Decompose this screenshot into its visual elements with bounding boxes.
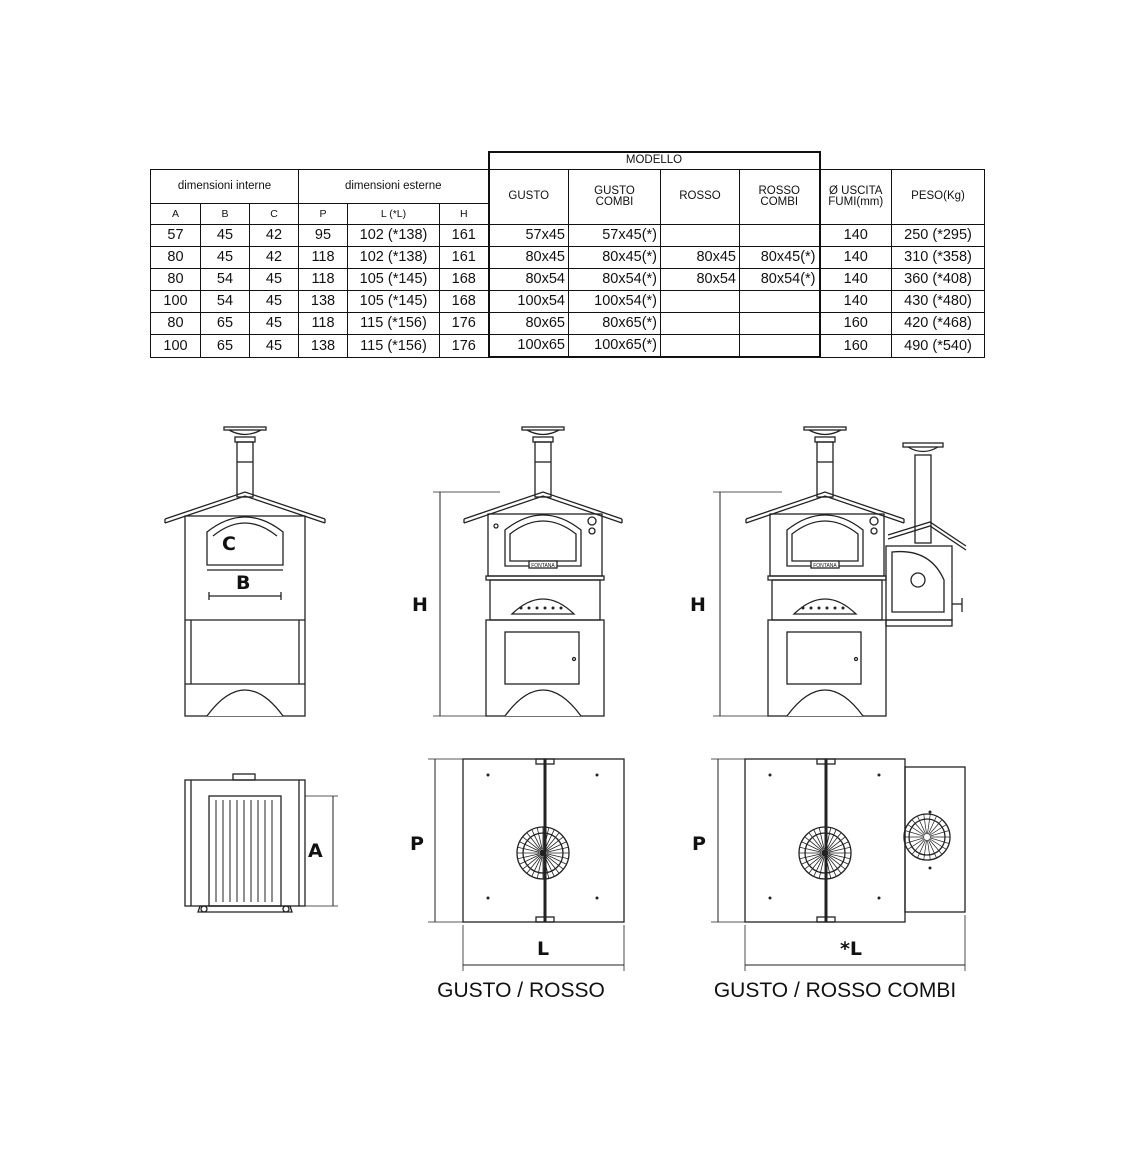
table-cell-a: 100 <box>150 334 201 358</box>
table-cell-l: 102 (*138) <box>347 224 440 247</box>
caption-gusto-rosso-combi: GUSTO / ROSSO COMBI <box>714 979 956 1002</box>
table-cell-gusto: 80x54 <box>487 268 569 291</box>
table-cell-peso: 430 (*480) <box>891 290 985 313</box>
table-cell-b: 65 <box>200 334 250 358</box>
table-cell-uscita: 140 <box>819 224 892 247</box>
table-cell-h: 168 <box>439 268 489 291</box>
table-cell-b: 54 <box>200 290 250 313</box>
top-view-drawing: A <box>184 773 338 913</box>
table-cell-c: 45 <box>249 334 299 358</box>
table-cell-gusto-combi: 80x54(*) <box>568 268 661 291</box>
table-cell-peso: 310 (*358) <box>891 246 985 269</box>
dim-label-l-combi: *L <box>840 938 862 960</box>
table-cell-h: 176 <box>439 312 489 335</box>
table-cell-h: 176 <box>439 334 489 358</box>
table-cell-gusto: 100x65 <box>487 334 569 358</box>
table-cell-gusto-combi: 100x65(*) <box>568 334 661 358</box>
dim-label-c: C <box>222 533 236 555</box>
table-cell-peso: 360 (*408) <box>891 268 985 291</box>
dim-label-a: A <box>308 840 323 862</box>
table-cell-c: 42 <box>249 246 299 269</box>
table-cell-a: 80 <box>150 312 201 335</box>
table-cell-uscita: 140 <box>819 290 892 313</box>
table-cell-uscita: 160 <box>819 334 892 358</box>
gusto-front-drawing: FONTANA H <box>412 426 623 717</box>
combi-top-drawing: P *L <box>692 758 966 971</box>
table-cell-gusto: 100x54 <box>487 290 569 313</box>
table-cell-rosso-combi: 80x45(*) <box>739 246 821 269</box>
table-cell-peso: 420 (*468) <box>891 312 985 335</box>
dim-label-p-combi: P <box>692 833 706 855</box>
table-cell-gusto: 80x65 <box>487 312 569 335</box>
combi-front-drawing: FONTANA H <box>690 426 967 717</box>
dim-label-l: L <box>537 938 549 960</box>
table-cell-l: 115 (*156) <box>347 334 440 358</box>
dim-label-b: B <box>236 572 250 594</box>
table-cell-rosso-combi <box>739 312 821 335</box>
brand-plate: FONTANA <box>531 563 555 569</box>
table-cell-rosso-combi <box>739 334 821 358</box>
dim-label-h-gusto: H <box>412 594 428 616</box>
table-cell-peso: 250 (*295) <box>891 224 985 247</box>
dim-label-h-combi: H <box>690 594 706 616</box>
brand-plate-combi: FONTANA <box>813 563 837 569</box>
spec-table: MODELLO dimensioni interne dimensioni es… <box>150 151 985 358</box>
table-cell-b: 45 <box>200 224 250 247</box>
table-cell-p: 118 <box>298 268 348 291</box>
caption-gusto-rosso: GUSTO / ROSSO <box>437 979 605 1002</box>
table-cell-p: 118 <box>298 312 348 335</box>
gusto-top-drawing: P L <box>410 758 625 971</box>
dim-label-p-gusto: P <box>410 833 424 855</box>
table-cell-l: 115 (*156) <box>347 312 440 335</box>
table-cell-a: 57 <box>150 224 201 247</box>
table-cell-peso: 490 (*540) <box>891 334 985 358</box>
section-view-drawing: C B <box>164 426 326 717</box>
header-dimensioni-esterne: dimensioni esterne <box>298 169 489 204</box>
